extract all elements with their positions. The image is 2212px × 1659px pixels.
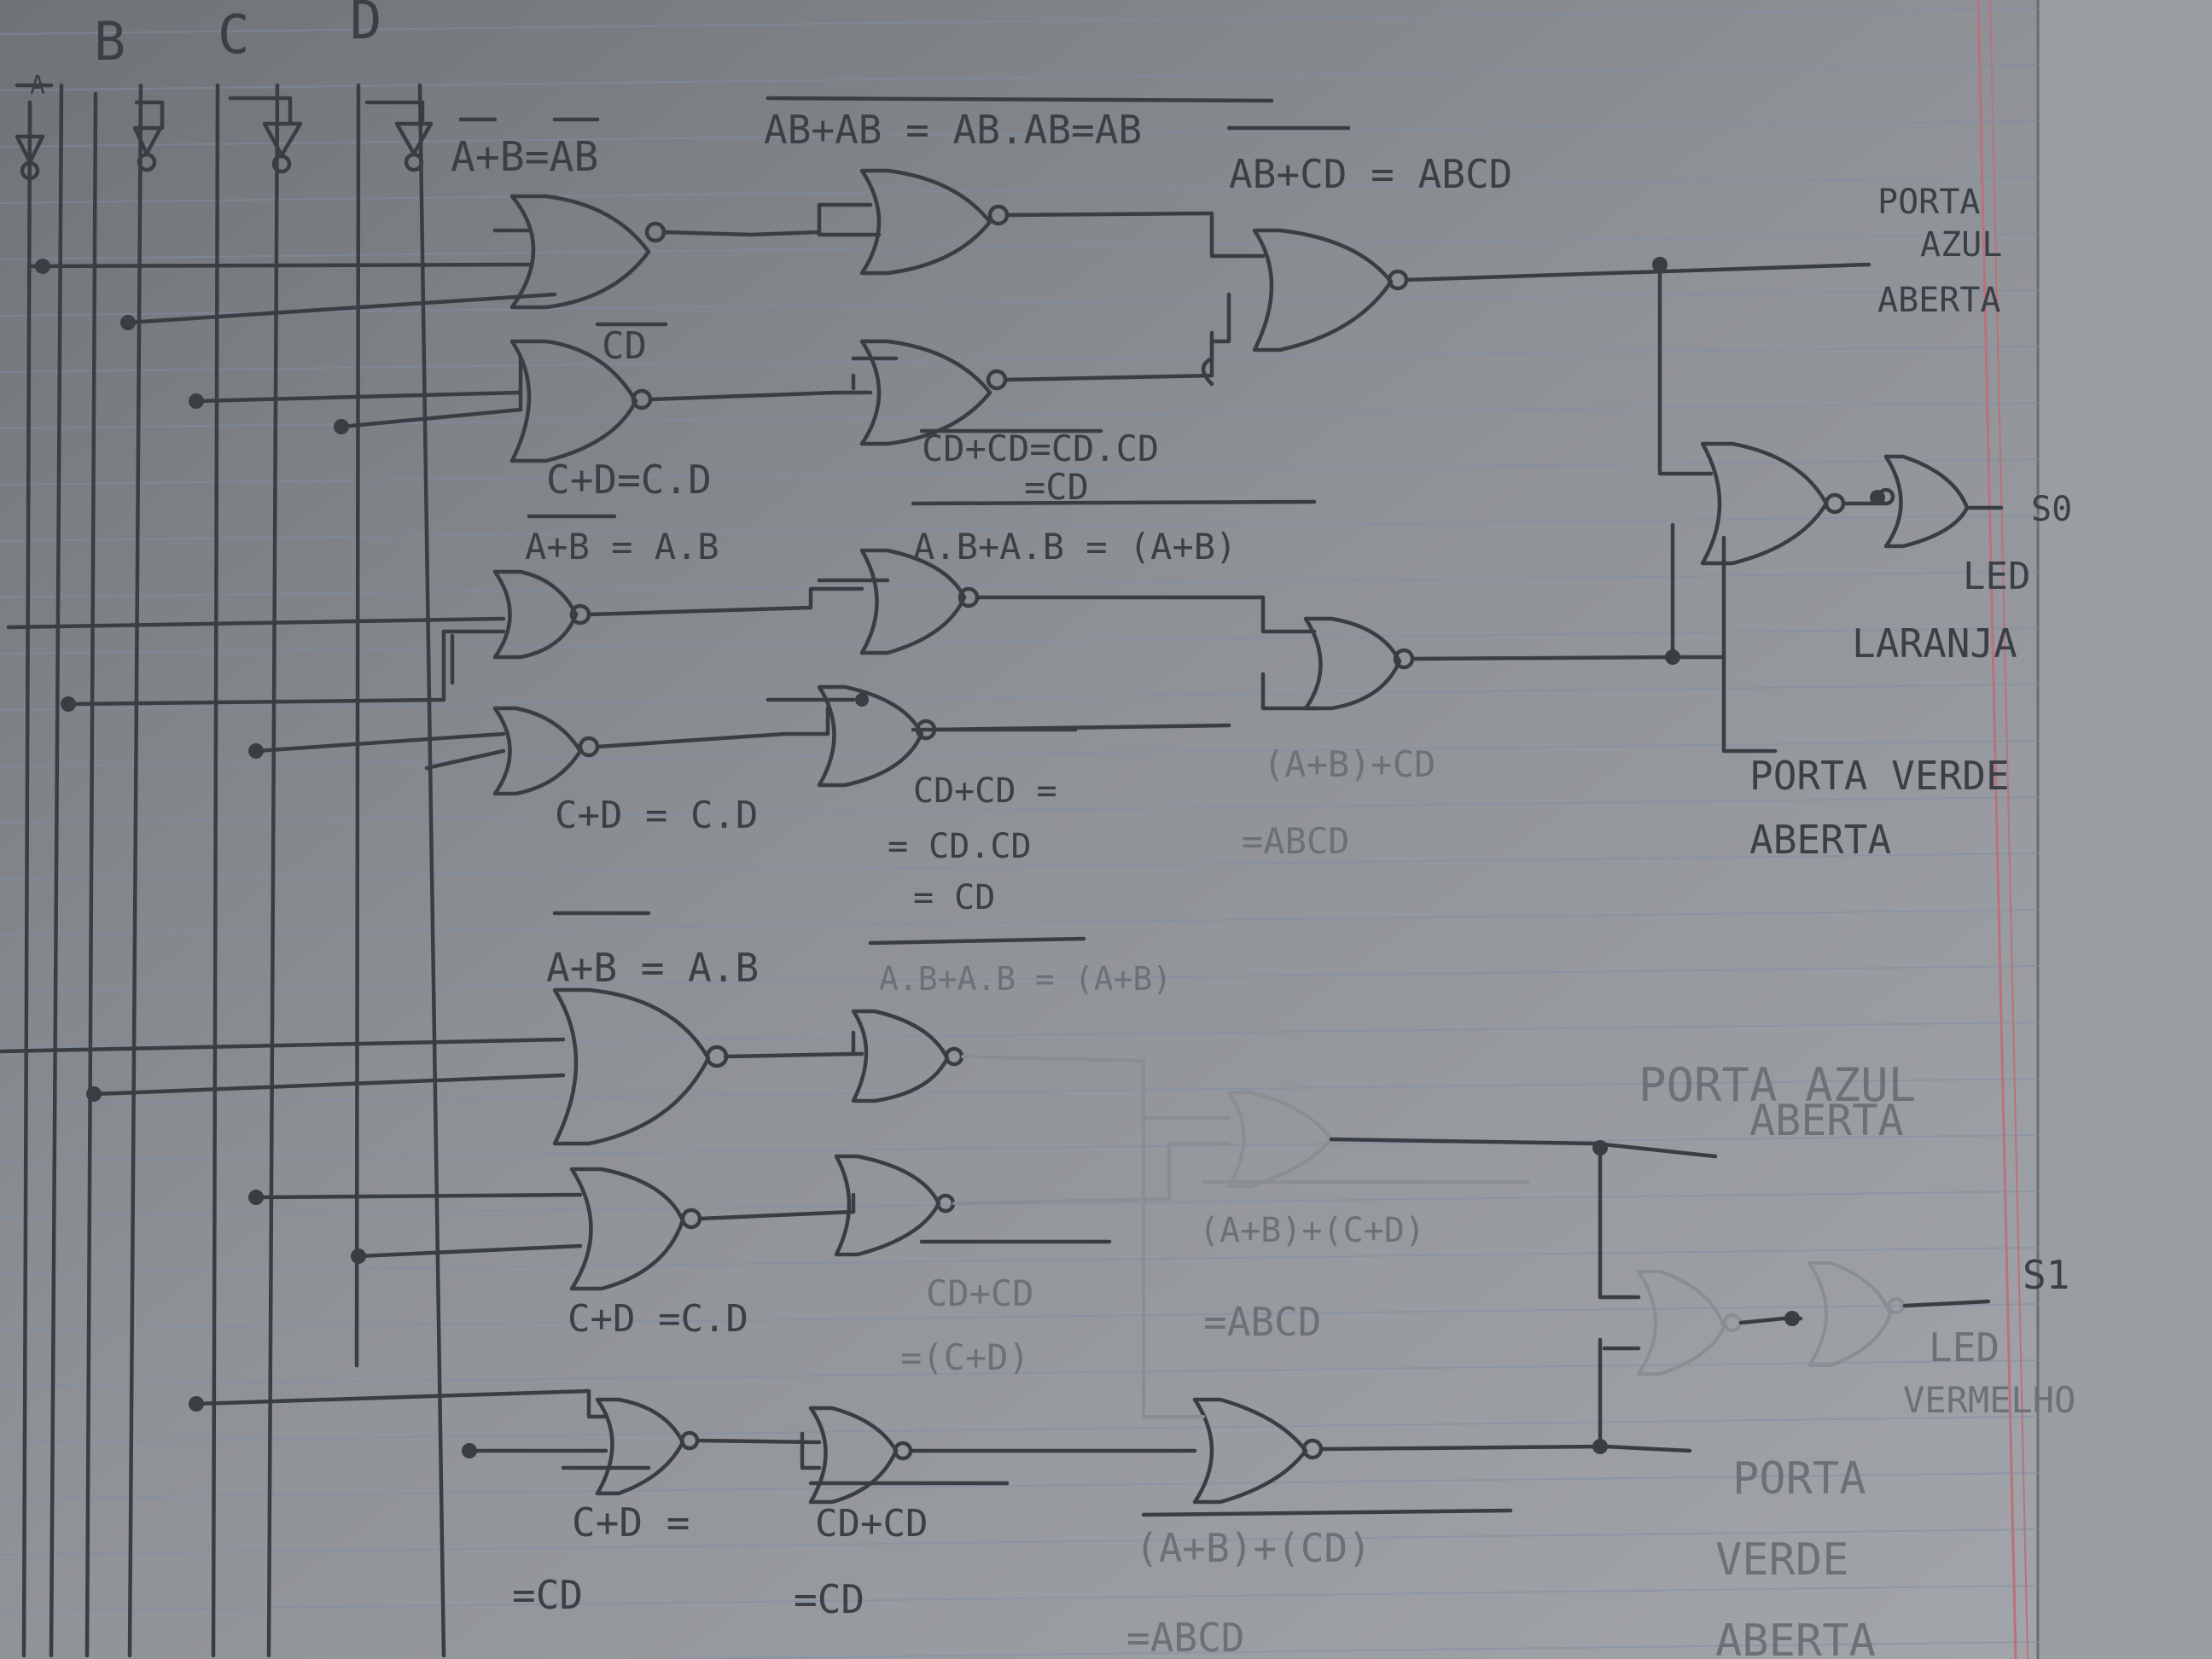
ruled-line — [0, 909, 2040, 936]
porta-verde-2-line-1: PORTA — [1732, 1453, 1866, 1505]
ruled-line — [0, 177, 2040, 204]
or-gate-1 — [1227, 1091, 1333, 1188]
ruled-line — [0, 515, 2040, 542]
ruled-line — [0, 1528, 2040, 1556]
led-laranja-line-1: LED — [1963, 555, 2030, 598]
annotation-1: A+B=AB — [451, 133, 598, 181]
ruled-line — [0, 1472, 2040, 1499]
annotation-27: (A+B)+(CD) — [1135, 1525, 1371, 1571]
ruled-line — [0, 1247, 2040, 1274]
porta-azul-2-line-2: ABERTA — [1749, 1096, 1904, 1145]
ruled-line — [0, 740, 2040, 767]
annotation-2: AB+AB = AB.AB=AB — [764, 107, 1142, 153]
annotation-17: A.B+A.B = (A+B) — [879, 960, 1172, 998]
ruled-line — [0, 965, 2040, 992]
ruled-line — [0, 458, 2040, 486]
annotation-23: C+D = — [572, 1499, 690, 1545]
annotation-18: (A+B)+(C+D) — [1199, 1211, 1425, 1250]
ruled-line — [0, 1359, 2040, 1387]
s1-label: S1 — [2023, 1252, 2069, 1298]
ruled-line — [0, 1416, 2040, 1443]
ruled-line — [611, 1641, 2040, 1659]
annotation-28: =ABCD — [1126, 1615, 1244, 1659]
porta-azul-1-line-2: AZUL — [1920, 225, 2002, 265]
input-label-d: D — [350, 0, 381, 51]
ruled-line — [0, 853, 2040, 880]
annotation-10: C+D = C.D — [555, 794, 758, 837]
ruled-line — [0, 1134, 2040, 1161]
annotation-24: =CD — [512, 1572, 583, 1618]
annotation-12: = CD.CD — [888, 827, 1032, 866]
output-labels: PORTA AZUL ABERTA S0 LED LARANJA PORTA V… — [1639, 183, 2075, 1659]
ruled-line — [0, 571, 2040, 598]
ruled-line — [0, 796, 2040, 824]
overlines — [458, 96, 1529, 1517]
annotation-6: CD+CD=CD.CD — [922, 428, 1159, 469]
annotation-22: =(C+D) — [900, 1336, 1030, 1378]
annotation-7: =CD — [1024, 466, 1089, 508]
annotation-14: (A+B)+CD — [1263, 743, 1435, 785]
gates — [492, 168, 1970, 1505]
porta-verde-2-line-3: ABERTA — [1715, 1615, 1876, 1659]
annotation-5: C+D=C.D — [546, 457, 712, 503]
annotation-20: C+D =C.D — [568, 1297, 748, 1341]
led-laranja-line-2: LARANJA — [1852, 620, 2017, 667]
annotation-11: CD+CD = — [913, 771, 1057, 811]
annotation-3: AB+CD = ABCD — [1229, 151, 1512, 197]
input-label-c: C — [218, 3, 249, 66]
ruled-line — [0, 233, 2040, 260]
ruled-line — [0, 684, 2040, 711]
ruled-line — [0, 1078, 2040, 1105]
ruled-line — [0, 1585, 2040, 1612]
annotation-19: =ABCD — [1203, 1299, 1321, 1345]
ruled-line — [0, 1303, 2040, 1330]
input-label-b: B — [94, 10, 125, 73]
annotations: A+B=AB AB+AB = AB.AB=AB AB+CD = ABCD CD … — [451, 107, 1512, 1659]
annotation-26: =CD — [794, 1576, 864, 1622]
ruled-line — [0, 8, 2040, 35]
annotation-21: CD+CD — [926, 1272, 1033, 1314]
annotation-13: = CD — [913, 878, 995, 917]
annotation-15: =ABCD — [1242, 820, 1349, 862]
ruled-line — [0, 627, 2040, 655]
annotation-16: A+B = A.B — [546, 945, 759, 991]
ruled-line — [0, 289, 2040, 317]
porta-verde-1-line-1: PORTA VERDE — [1749, 753, 2010, 799]
porta-azul-1-line-3: ABERTA — [1877, 281, 2001, 320]
porta-verde-1-line-2: ABERTA — [1749, 817, 1891, 863]
porta-verde-2-line-2: VERDE — [1715, 1534, 1849, 1586]
ruled-line — [0, 64, 2040, 91]
led-vermelho-line-1: LED — [1929, 1324, 2000, 1371]
porta-azul-2-line-1: PORTA AZUL — [1639, 1058, 1916, 1112]
ruled-line — [0, 1190, 2040, 1218]
junctions — [35, 257, 1885, 1458]
next-page-edge — [2040, 0, 2212, 1659]
porta-azul-1-line-1: PORTA — [1877, 183, 1980, 222]
annotation-4: CD — [602, 324, 647, 368]
wires — [0, 202, 2004, 1470]
annotation-25: CD+CD — [815, 1502, 928, 1545]
ruled-line — [0, 346, 2040, 373]
ruled-line — [0, 120, 2040, 148]
s0-label: S0 — [2031, 490, 2072, 529]
led-vermelho-line-2: VERMELHO — [1903, 1379, 2075, 1421]
ruled-lines — [0, 8, 2040, 1659]
margin-line-2 — [1989, 0, 2029, 1659]
margin-line — [1976, 0, 2017, 1659]
annotation-8: A+B = A.B — [525, 526, 719, 568]
annotation-9: A.B+A.B = (A+B) — [913, 526, 1237, 568]
input-bus — [15, 83, 446, 1658]
